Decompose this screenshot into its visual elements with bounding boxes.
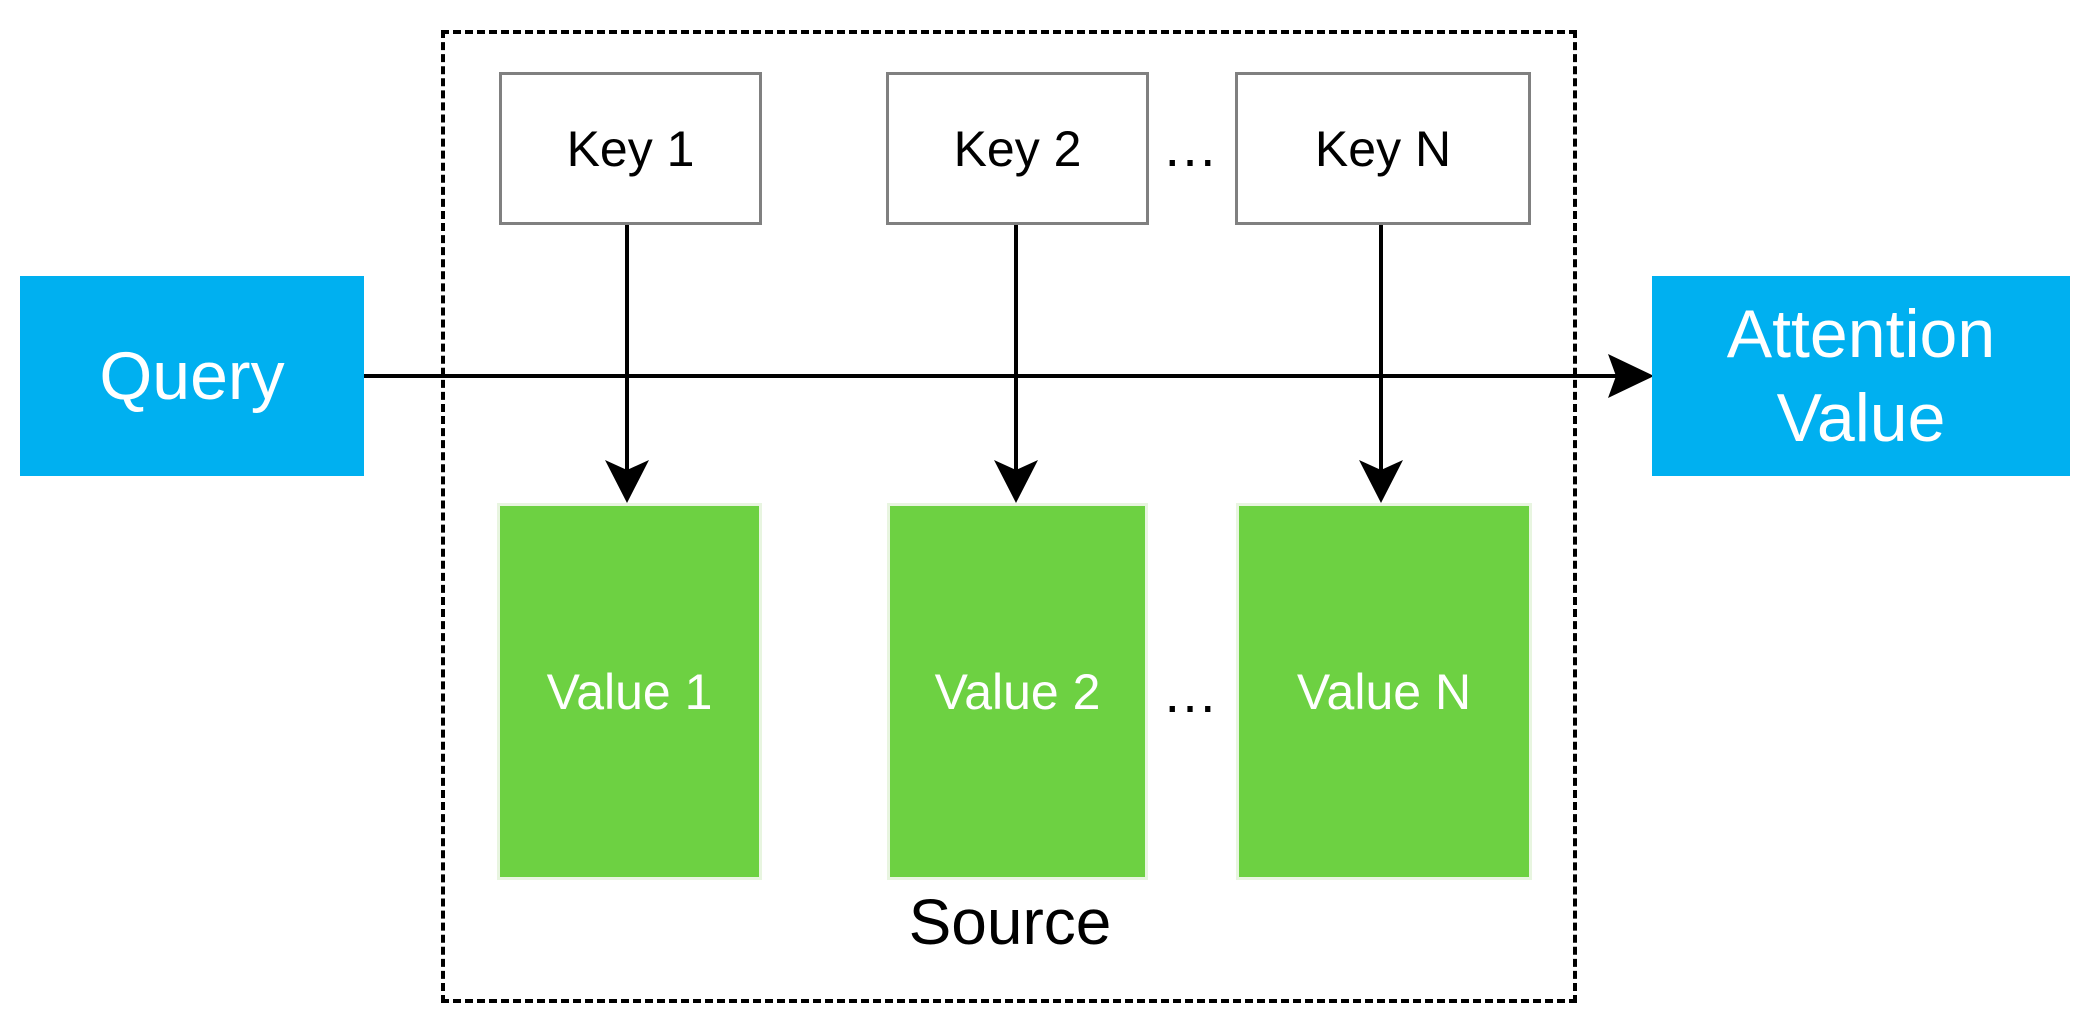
value-n-label: Value N bbox=[1296, 663, 1472, 720]
value-n-arrowhead bbox=[1359, 460, 1403, 503]
value-2-box: Value 2 bbox=[887, 503, 1148, 880]
key-1-box: Key 1 bbox=[499, 72, 762, 225]
attention-value-box: Attention Value bbox=[1652, 276, 2070, 476]
attention-arrowhead bbox=[1608, 354, 1654, 398]
value-1-label: Value 1 bbox=[546, 663, 713, 720]
key-2-label: Key 2 bbox=[953, 120, 1082, 177]
key-n-label: Key N bbox=[1314, 120, 1452, 177]
keys-ellipsis: … bbox=[1162, 115, 1220, 178]
values-ellipsis: … bbox=[1162, 661, 1220, 724]
attention-value-label-line2: Value bbox=[1776, 380, 1946, 456]
query-box: Query bbox=[20, 276, 364, 476]
value-2-label: Value 2 bbox=[934, 663, 1101, 720]
key-1-label: Key 1 bbox=[566, 120, 695, 177]
key-n-box: Key N bbox=[1235, 72, 1531, 225]
source-container bbox=[441, 30, 1577, 1003]
value-1-arrowhead bbox=[605, 460, 649, 503]
attention-value-label-line1: Attention bbox=[1726, 296, 1996, 372]
query-label: Query bbox=[99, 338, 285, 414]
value-1-box: Value 1 bbox=[497, 503, 762, 880]
source-label: Source bbox=[908, 886, 1112, 958]
value-n-box: Value N bbox=[1236, 503, 1532, 880]
value-2-arrowhead bbox=[994, 460, 1038, 503]
key-2-box: Key 2 bbox=[886, 72, 1149, 225]
